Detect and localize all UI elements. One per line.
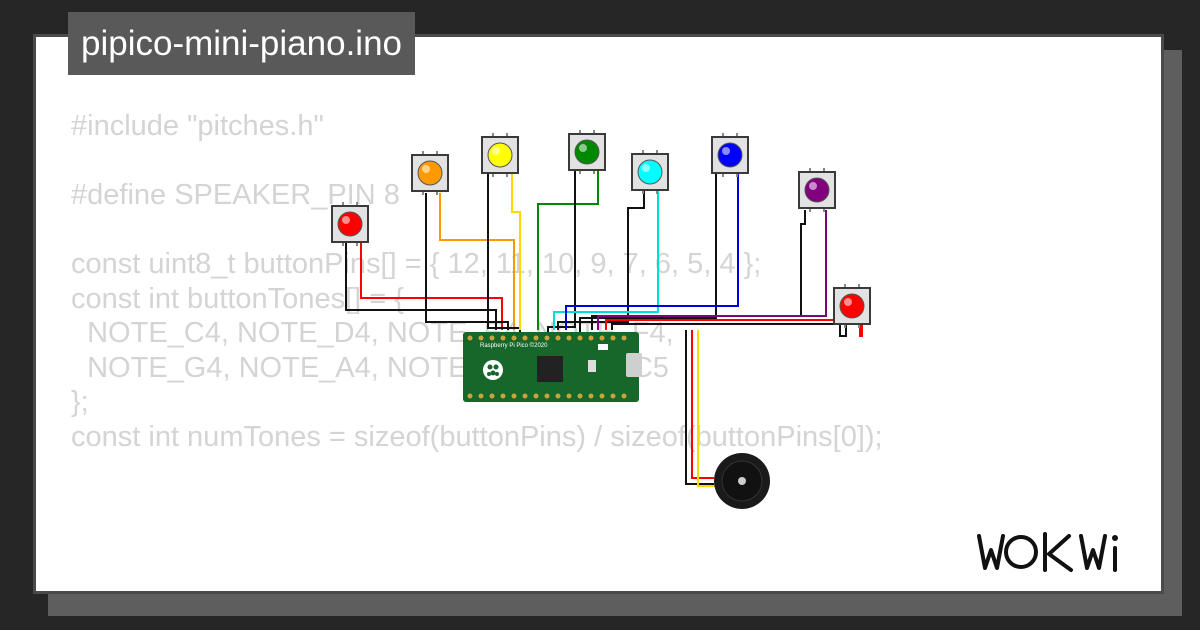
wire-gnd-5 [557,190,645,330]
wire-speaker-gnd [685,330,714,485]
pushbutton-8[interactable] [833,284,871,328]
usb-port [626,353,642,377]
code-line: #define SPEAKER_PIN 8 [71,179,400,211]
project-title: pipico-mini-piano.ino [68,12,415,75]
wire-blue [565,174,739,330]
pushbutton-6[interactable] [711,133,749,177]
pushbutton-7[interactable] [798,168,836,212]
pushbutton-3[interactable] [481,133,519,177]
code-line: const int numTones = sizeof(buttonPins) … [71,420,883,453]
wire-gnd-4 [547,170,576,332]
wire-speaker-sig [697,330,716,487]
code-line: const int buttonTones[] = { [71,282,404,315]
pushbutton-1[interactable] [331,202,369,246]
pushbutton-5[interactable] [631,150,669,194]
wire-speaker-pos [691,330,714,479]
code-line: #include "pitches.h" [71,110,324,142]
wire-gnd-3 [487,174,521,332]
wire-gnd-7 [591,210,806,330]
pushbutton-4[interactable] [568,130,606,174]
code-line: }; [71,386,89,418]
wire-yellow [511,174,521,330]
wire-green [537,170,599,330]
buttons-layer [331,130,871,328]
pico-board[interactable]: Raspberry Pi Pico ©2020 [463,332,642,402]
wire-purple [597,210,827,330]
wokwi-logo[interactable] [975,528,1155,578]
pushbutton-2[interactable] [411,151,449,195]
board-label: Raspberry Pi Pico ©2020 [480,342,548,349]
rp2040-chip [537,356,563,382]
wires [345,170,863,487]
wire-gnd-1 [345,243,497,330]
wire-gnd-2 [425,193,509,330]
wire-red-1 [360,243,503,330]
wire-gnd-6 [579,174,717,332]
speaker-buzzer[interactable] [714,453,770,509]
wire-orange [439,193,515,330]
bootsel-button[interactable] [588,360,596,372]
wire-cyan [553,190,659,330]
led-indicator [598,344,608,350]
wire-red-2 [605,319,863,337]
raspberry-logo-icon [483,360,503,380]
wire-gnd-8 [611,323,847,337]
